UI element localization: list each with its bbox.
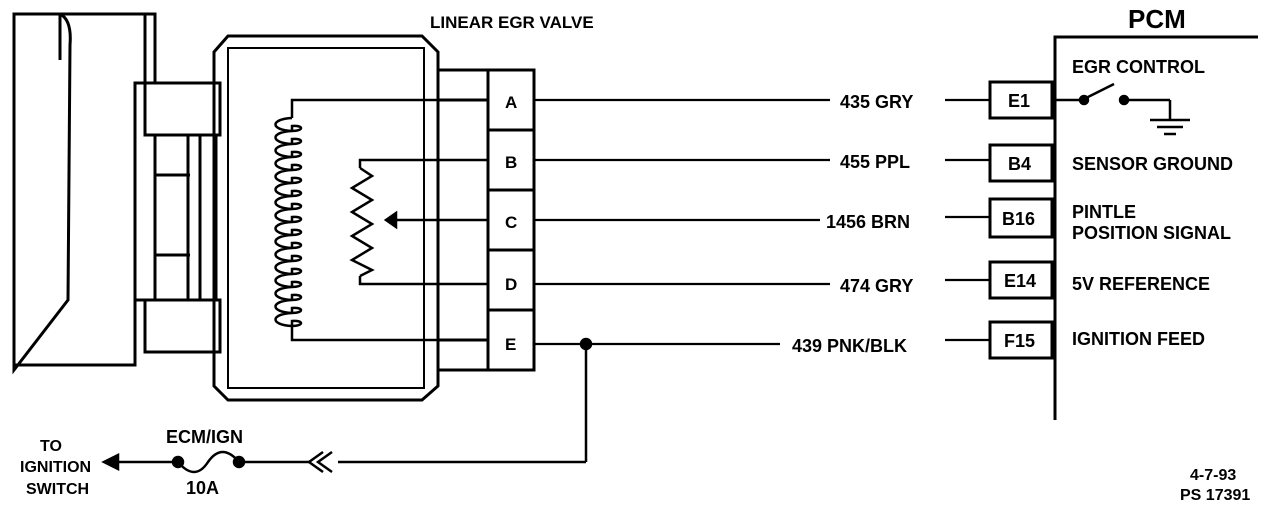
pcm-terminal-labels: E1 B4 B16 E14 F15 bbox=[1002, 91, 1036, 351]
valve-block bbox=[212, 34, 536, 402]
pcm-function-labels: EGR CONTROL SENSOR GROUND PINTLE POSITIO… bbox=[1072, 57, 1233, 349]
wire-circuit-labels: 435 GRY 455 PPL 1456 BRN 474 GRY 439 PNK… bbox=[792, 92, 913, 356]
connector-dividers bbox=[488, 128, 534, 312]
connector-pin-d: D bbox=[505, 275, 517, 294]
pcm-terminals bbox=[988, 80, 1054, 360]
fn-5v-reference: 5V REFERENCE bbox=[1072, 274, 1210, 294]
destination-line-2: IGNITION bbox=[20, 459, 91, 476]
fn-ignition-feed: IGNITION FEED bbox=[1072, 329, 1205, 349]
terminal-e1: E1 bbox=[1008, 91, 1030, 111]
connector-pin-a: A bbox=[505, 93, 517, 112]
wire-lines bbox=[534, 98, 990, 346]
footer-ref: PS 17391 bbox=[1180, 487, 1250, 504]
position-potentiometer bbox=[349, 158, 488, 286]
wire-label-c: 1456 BRN bbox=[826, 212, 910, 232]
connector-pin-e: E bbox=[505, 335, 516, 354]
ground-icon bbox=[1150, 118, 1190, 136]
egr-control-switch bbox=[1052, 82, 1172, 120]
destination-line-1: TO bbox=[40, 438, 62, 455]
footer-date: 4-7-93 bbox=[1190, 467, 1236, 484]
fuse-labels: ECM/IGN 10A bbox=[166, 427, 243, 498]
wire-label-b: 455 PPL bbox=[840, 152, 910, 172]
connector-pin-c: C bbox=[505, 213, 517, 232]
terminal-f15: F15 bbox=[1004, 331, 1035, 351]
wire-label-a: 435 GRY bbox=[840, 92, 913, 112]
terminal-b4: B4 bbox=[1008, 154, 1031, 174]
wire-label-d: 474 GRY bbox=[840, 276, 913, 296]
fuse-rating: 10A bbox=[186, 478, 219, 498]
terminal-e14: E14 bbox=[1004, 271, 1036, 291]
footer-reference: 4-7-93 PS 17391 bbox=[1180, 467, 1250, 504]
terminal-b16: B16 bbox=[1002, 209, 1035, 229]
fn-sensor-ground: SENSOR GROUND bbox=[1072, 154, 1233, 174]
destination-line-3: SWITCH bbox=[26, 481, 89, 498]
valve-title: LINEAR EGR VALVE bbox=[430, 13, 594, 32]
destination-labels: TO IGNITION SWITCH bbox=[20, 438, 91, 498]
fn-position-signal: POSITION SIGNAL bbox=[1072, 223, 1231, 243]
ignition-feed-branch bbox=[101, 337, 593, 474]
connector-pin-b: B bbox=[505, 153, 517, 172]
wire-label-e: 439 PNK/BLK bbox=[792, 336, 907, 356]
pcm-outline bbox=[1053, 35, 1258, 420]
connector-pins: A B C D E bbox=[505, 93, 517, 354]
solenoid-coil bbox=[274, 98, 488, 342]
fn-egr-control: EGR CONTROL bbox=[1072, 57, 1205, 77]
fn-pintle: PINTLE bbox=[1072, 202, 1136, 222]
fuse-name: ECM/IGN bbox=[166, 427, 243, 447]
pcm-title: PCM bbox=[1128, 4, 1186, 34]
valve-housing bbox=[12, 12, 222, 375]
